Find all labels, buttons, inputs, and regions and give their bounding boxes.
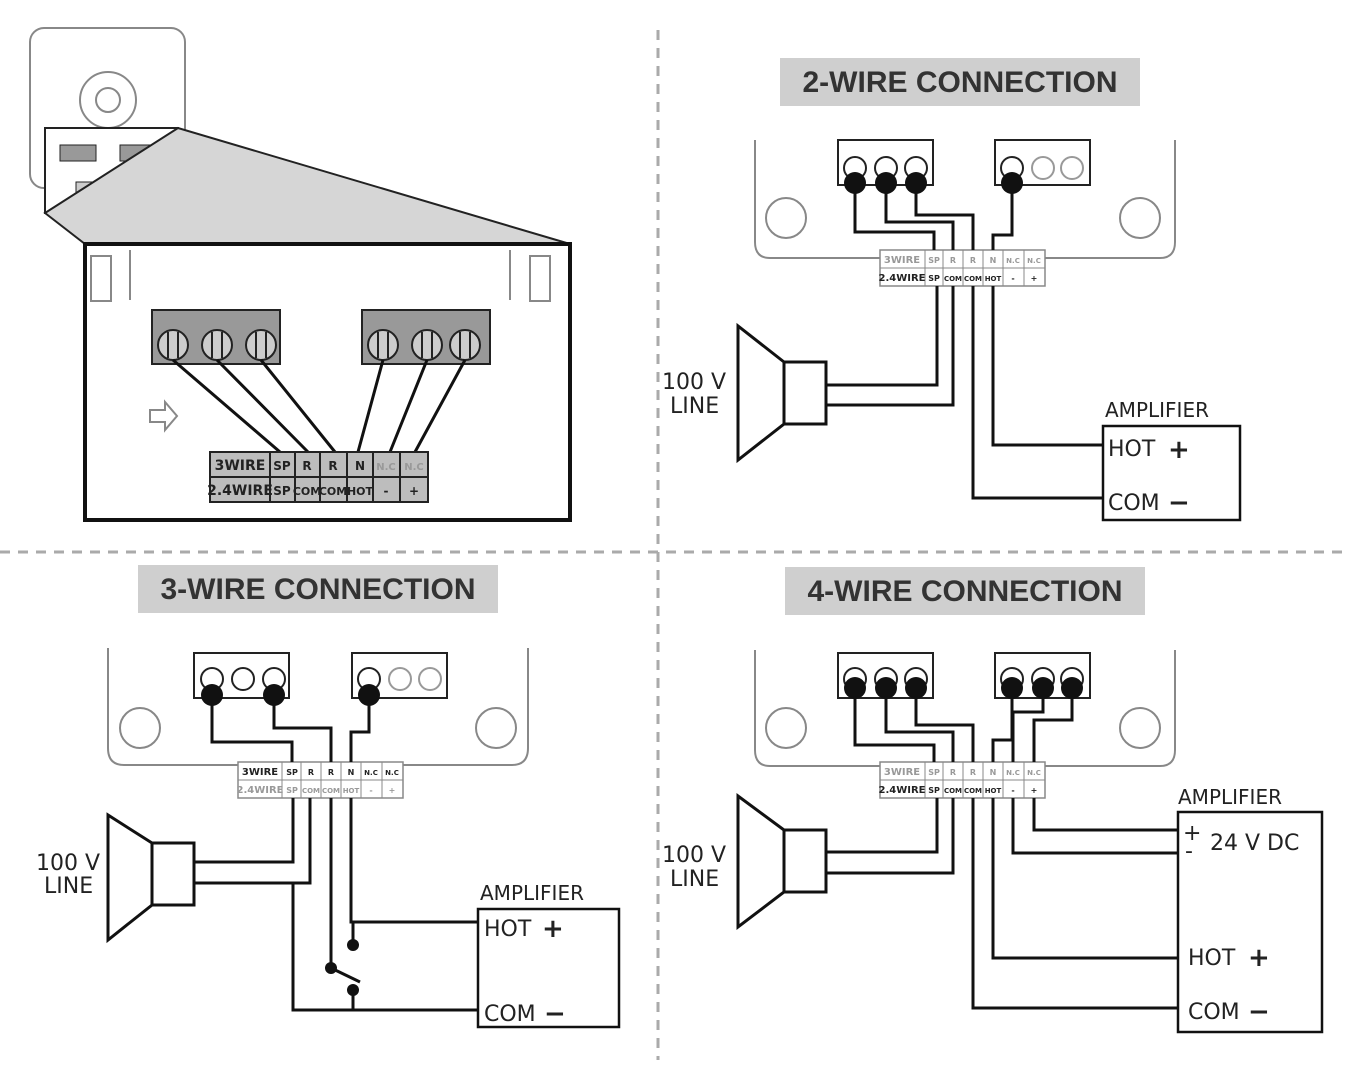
svg-text:R: R bbox=[308, 768, 314, 777]
svg-text:SP: SP bbox=[928, 768, 940, 777]
svg-text:R: R bbox=[970, 256, 976, 265]
svg-text:SP: SP bbox=[928, 786, 940, 795]
svg-text:−: − bbox=[544, 999, 566, 1029]
svg-text:SP: SP bbox=[286, 768, 298, 777]
device-overview: 3WIRE SP R R N N.C N.C 2.4WIRE SP COM CO… bbox=[29, 27, 572, 522]
tb-3wire-label: 3WIRE bbox=[215, 458, 266, 474]
svg-text:N.C: N.C bbox=[376, 462, 396, 473]
svg-text:-: - bbox=[369, 786, 372, 795]
svg-text:R: R bbox=[328, 459, 337, 473]
svg-text:-: - bbox=[1011, 274, 1014, 283]
two-wire-terminal-block: 3WIRE SP R R N N.C N.C 2.4WIRE SP COM CO… bbox=[879, 249, 1046, 287]
four-wire-title: 4-WIRE CONNECTION bbox=[808, 575, 1123, 608]
svg-text:R: R bbox=[950, 256, 956, 265]
svg-text:−: − bbox=[1168, 488, 1190, 518]
four-wire-amplifier-box bbox=[1176, 810, 1324, 1034]
svg-text:−: − bbox=[1248, 997, 1270, 1027]
svg-text:+: + bbox=[389, 786, 396, 795]
three-wire-amplifier-box bbox=[476, 907, 621, 1029]
svg-text:N: N bbox=[990, 768, 997, 777]
svg-text:3WIRE: 3WIRE bbox=[242, 767, 278, 778]
svg-text:COM: COM bbox=[1188, 1000, 1240, 1025]
svg-text:SP: SP bbox=[273, 459, 291, 473]
svg-text:2.4WIRE: 2.4WIRE bbox=[879, 785, 926, 796]
three-wire-title: 3-WIRE CONNECTION bbox=[161, 573, 476, 606]
svg-text:+: + bbox=[542, 914, 564, 944]
svg-text:3WIRE: 3WIRE bbox=[884, 255, 920, 266]
svg-text:100 V: 100 V bbox=[36, 851, 100, 876]
svg-text:LINE: LINE bbox=[670, 394, 719, 419]
svg-text:-: - bbox=[1185, 839, 1193, 864]
three-wire-panel: 3-WIRE CONNECTION 3WIRE SP R R N N.C N.C… bbox=[36, 565, 621, 1029]
four-wire-panel: 4-WIRE CONNECTION 3WIRE SP R R N N.C N.C… bbox=[662, 567, 1324, 1034]
two-wire-panel: 2-WIRE CONNECTION 3WIRE SP R R N N.C N.C… bbox=[662, 58, 1242, 522]
three-wire-speaker-icon bbox=[106, 812, 196, 944]
svg-text:100 V: 100 V bbox=[662, 843, 726, 868]
four-wire-speaker-icon bbox=[736, 793, 828, 931]
svg-text:R: R bbox=[328, 768, 334, 777]
tb-24wire-label: 2.4WIRE bbox=[207, 483, 273, 499]
svg-text:N.C: N.C bbox=[404, 462, 424, 473]
svg-text:+: + bbox=[1183, 821, 1201, 846]
svg-text:COM: COM bbox=[319, 485, 347, 498]
three-wire-amplifier-label: AMPLIFIER bbox=[480, 881, 584, 905]
svg-text:N.C: N.C bbox=[1027, 257, 1041, 265]
svg-text:+: + bbox=[1031, 274, 1038, 283]
svg-text:COM: COM bbox=[964, 275, 982, 283]
svg-text:SP: SP bbox=[273, 484, 291, 498]
svg-text:N.C: N.C bbox=[1006, 257, 1020, 265]
svg-text:2.4WIRE: 2.4WIRE bbox=[237, 785, 284, 796]
svg-text:N: N bbox=[990, 256, 997, 265]
svg-text:N: N bbox=[355, 459, 365, 473]
svg-text:HOT: HOT bbox=[484, 917, 532, 942]
svg-text:2.4WIRE: 2.4WIRE bbox=[879, 273, 926, 284]
svg-text:HOT: HOT bbox=[347, 485, 374, 498]
svg-text:-: - bbox=[384, 484, 389, 498]
svg-text:100 V: 100 V bbox=[662, 370, 726, 395]
svg-text:SP: SP bbox=[928, 256, 940, 265]
svg-text:HOT: HOT bbox=[343, 787, 360, 795]
two-wire-amplifier-box bbox=[1101, 424, 1242, 522]
svg-text:COM: COM bbox=[944, 787, 962, 795]
svg-text:COM: COM bbox=[322, 787, 340, 795]
four-wire-terminal-block: 3WIRE SP R R N N.C N.C 2.4WIRE SP COM CO… bbox=[879, 761, 1046, 799]
svg-text:HOT: HOT bbox=[985, 275, 1002, 283]
three-wire-terminal-block: 3WIRE SP R R N N.C N.C 2.4WIRE SP COM CO… bbox=[237, 761, 404, 799]
svg-text:N.C: N.C bbox=[385, 769, 399, 777]
svg-text:-: - bbox=[1011, 786, 1014, 795]
four-wire-amplifier-label: AMPLIFIER bbox=[1178, 785, 1282, 809]
two-wire-speaker-icon bbox=[736, 322, 828, 464]
svg-text:HOT: HOT bbox=[1108, 437, 1156, 462]
svg-text:LINE: LINE bbox=[670, 867, 719, 892]
zoom-screws bbox=[157, 329, 481, 361]
svg-text:SP: SP bbox=[286, 786, 298, 795]
svg-text:COM: COM bbox=[964, 787, 982, 795]
svg-text:COM: COM bbox=[1108, 491, 1160, 516]
svg-text:COM: COM bbox=[302, 787, 320, 795]
svg-text:COM: COM bbox=[484, 1002, 536, 1027]
svg-text:N.C: N.C bbox=[364, 769, 378, 777]
svg-text:N.C: N.C bbox=[1006, 769, 1020, 777]
svg-text:N: N bbox=[348, 768, 355, 777]
svg-text:SP: SP bbox=[928, 274, 940, 283]
svg-text:HOT: HOT bbox=[985, 787, 1002, 795]
svg-text:LINE: LINE bbox=[44, 874, 93, 899]
svg-text:N.C: N.C bbox=[1027, 769, 1041, 777]
svg-text:R: R bbox=[950, 768, 956, 777]
zoom-terminal-block: 3WIRE SP R R N N.C N.C 2.4WIRE SP COM CO… bbox=[207, 451, 429, 503]
svg-text:HOT: HOT bbox=[1188, 946, 1236, 971]
svg-text:+: + bbox=[1168, 435, 1190, 465]
svg-text:COM: COM bbox=[944, 275, 962, 283]
svg-text:R: R bbox=[970, 768, 976, 777]
svg-text:3WIRE: 3WIRE bbox=[884, 767, 920, 778]
svg-text:+: + bbox=[1031, 786, 1038, 795]
dc-supply-label: 24 V DC bbox=[1210, 831, 1299, 856]
two-wire-title: 2-WIRE CONNECTION bbox=[803, 66, 1118, 99]
svg-text:+: + bbox=[409, 484, 419, 498]
two-wire-amplifier-label: AMPLIFIER bbox=[1105, 398, 1209, 422]
svg-text:R: R bbox=[302, 459, 311, 473]
svg-text:COM: COM bbox=[293, 485, 321, 498]
svg-text:+: + bbox=[1248, 943, 1270, 973]
